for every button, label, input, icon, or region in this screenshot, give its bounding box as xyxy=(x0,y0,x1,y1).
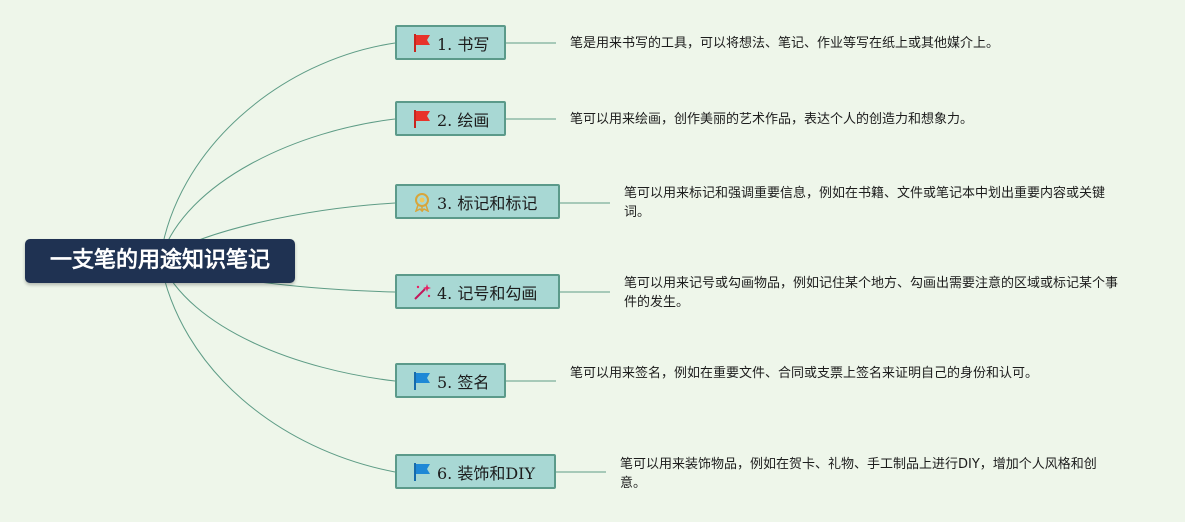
topic-label: 2. 绘画 xyxy=(437,110,490,130)
topic-drawing[interactable]: 2. 绘画 xyxy=(395,101,506,136)
topic-writing[interactable]: 1. 书写 xyxy=(395,25,506,60)
central-topic[interactable]: 一支笔的用途知识笔记 xyxy=(25,239,295,283)
topic-decoration-diy[interactable]: 6. 装饰和DIY xyxy=(395,454,556,489)
topic-description: 笔可以用来绘画，创作美丽的艺术作品，表达个人的创造力和想象力。 xyxy=(570,112,974,127)
connector-root-topic-5 xyxy=(159,259,396,382)
topic-label: 6. 装饰和DIY xyxy=(437,463,536,483)
blue-flag-icon xyxy=(412,462,432,482)
topic-label: 3. 标记和标记 xyxy=(437,193,538,213)
topic-label: 4. 记号和勾画 xyxy=(437,283,538,303)
red-flag-icon xyxy=(412,109,432,129)
topic-label: 1. 书写 xyxy=(437,34,490,54)
blue-flag-icon xyxy=(412,371,432,391)
connector-root-topic-2 xyxy=(159,118,396,261)
topic-signing[interactable]: 5. 签名 xyxy=(395,363,506,398)
topic-description: 笔可以用来标记和强调重要信息，例如在书籍、文件或笔记本中划出重要内容或关键词。 xyxy=(624,186,1106,220)
topic-description: 笔是用来书写的工具，可以将想法、笔记、作业等写在纸上或其他媒介上。 xyxy=(570,36,1000,51)
connector-root-topic-6 xyxy=(159,259,396,473)
connector-root-topic-1 xyxy=(159,42,396,261)
topic-description: 笔可以用来记号或勾画物品，例如记住某个地方、勾画出需要注意的区域或标记某个事件的… xyxy=(624,276,1119,310)
award-badge-icon xyxy=(412,192,432,212)
magic-wand-icon xyxy=(412,282,432,302)
topic-label: 5. 签名 xyxy=(437,372,490,392)
topic-description: 笔可以用来装饰物品，例如在贺卡、礼物、手工制品上进行DIY，增加个人风格和创意。 xyxy=(620,457,1097,491)
topic-description: 笔可以用来签名，例如在重要文件、合同或支票上签名来证明自己的身份和认可。 xyxy=(570,366,1039,381)
topic-noting[interactable]: 4. 记号和勾画 xyxy=(395,274,560,309)
topic-marking[interactable]: 3. 标记和标记 xyxy=(395,184,560,219)
red-flag-icon xyxy=(412,33,432,53)
